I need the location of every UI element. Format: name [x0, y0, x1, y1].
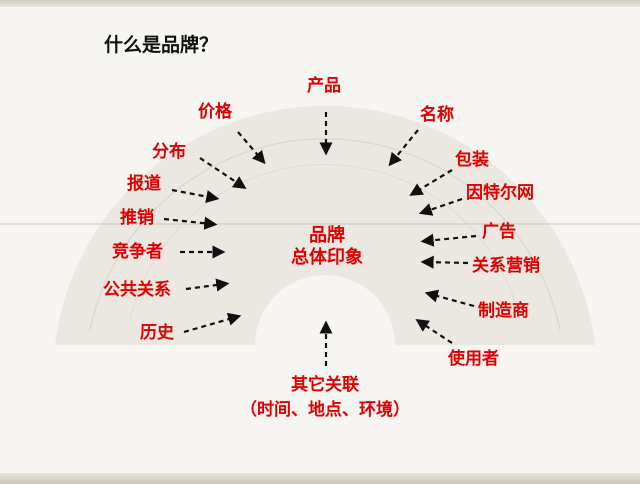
label-manufacturer: 制造商 [478, 301, 529, 321]
label-internet: 因特尔网 [466, 183, 534, 203]
other-associations-line-2: （时间、地点、环境） [240, 400, 410, 420]
center-line-1: 品牌 [309, 225, 345, 246]
arrow-user [415, 318, 453, 344]
label-user: 使用者 [448, 349, 499, 369]
bottom-border [0, 473, 640, 484]
arrow-relationship-marketing [420, 255, 469, 269]
label-report: 报道 [127, 174, 161, 194]
label-packaging: 包装 [455, 150, 489, 170]
arrow-name [388, 129, 419, 167]
label-promotion: 推销 [120, 208, 154, 228]
arrow-public-relations [185, 278, 230, 292]
arrow-distribution [199, 157, 247, 190]
arrow-packaging [409, 169, 453, 196]
arrow-manufacturer [424, 289, 475, 308]
label-product: 产品 [307, 76, 341, 96]
label-advertising: 广告 [482, 222, 516, 242]
label-distribution: 分布 [152, 142, 186, 162]
slide-title: 什么是品牌？ [104, 34, 219, 56]
arrow-price [237, 131, 266, 165]
arrow-internet [418, 197, 463, 216]
label-public-relations: 公共关系 [103, 280, 171, 300]
center-concept: 品牌 总体印象 [262, 225, 392, 269]
top-border [0, 0, 640, 7]
label-competitor: 竞争者 [112, 242, 163, 262]
label-other-associations: 其它关联 （时间、地点、环境） [200, 373, 450, 423]
arrow-advertising [420, 233, 477, 247]
arrow-report [171, 188, 220, 204]
other-associations-line-1: 其它关联 [291, 375, 359, 395]
label-history: 历史 [140, 323, 174, 343]
label-name: 名称 [420, 105, 454, 125]
label-price: 价格 [198, 102, 232, 122]
center-line-2: 总体印象 [291, 247, 363, 268]
arrow-promotion [163, 216, 218, 230]
label-relationship-marketing: 关系营销 [472, 256, 540, 276]
arrow-history [183, 312, 242, 334]
